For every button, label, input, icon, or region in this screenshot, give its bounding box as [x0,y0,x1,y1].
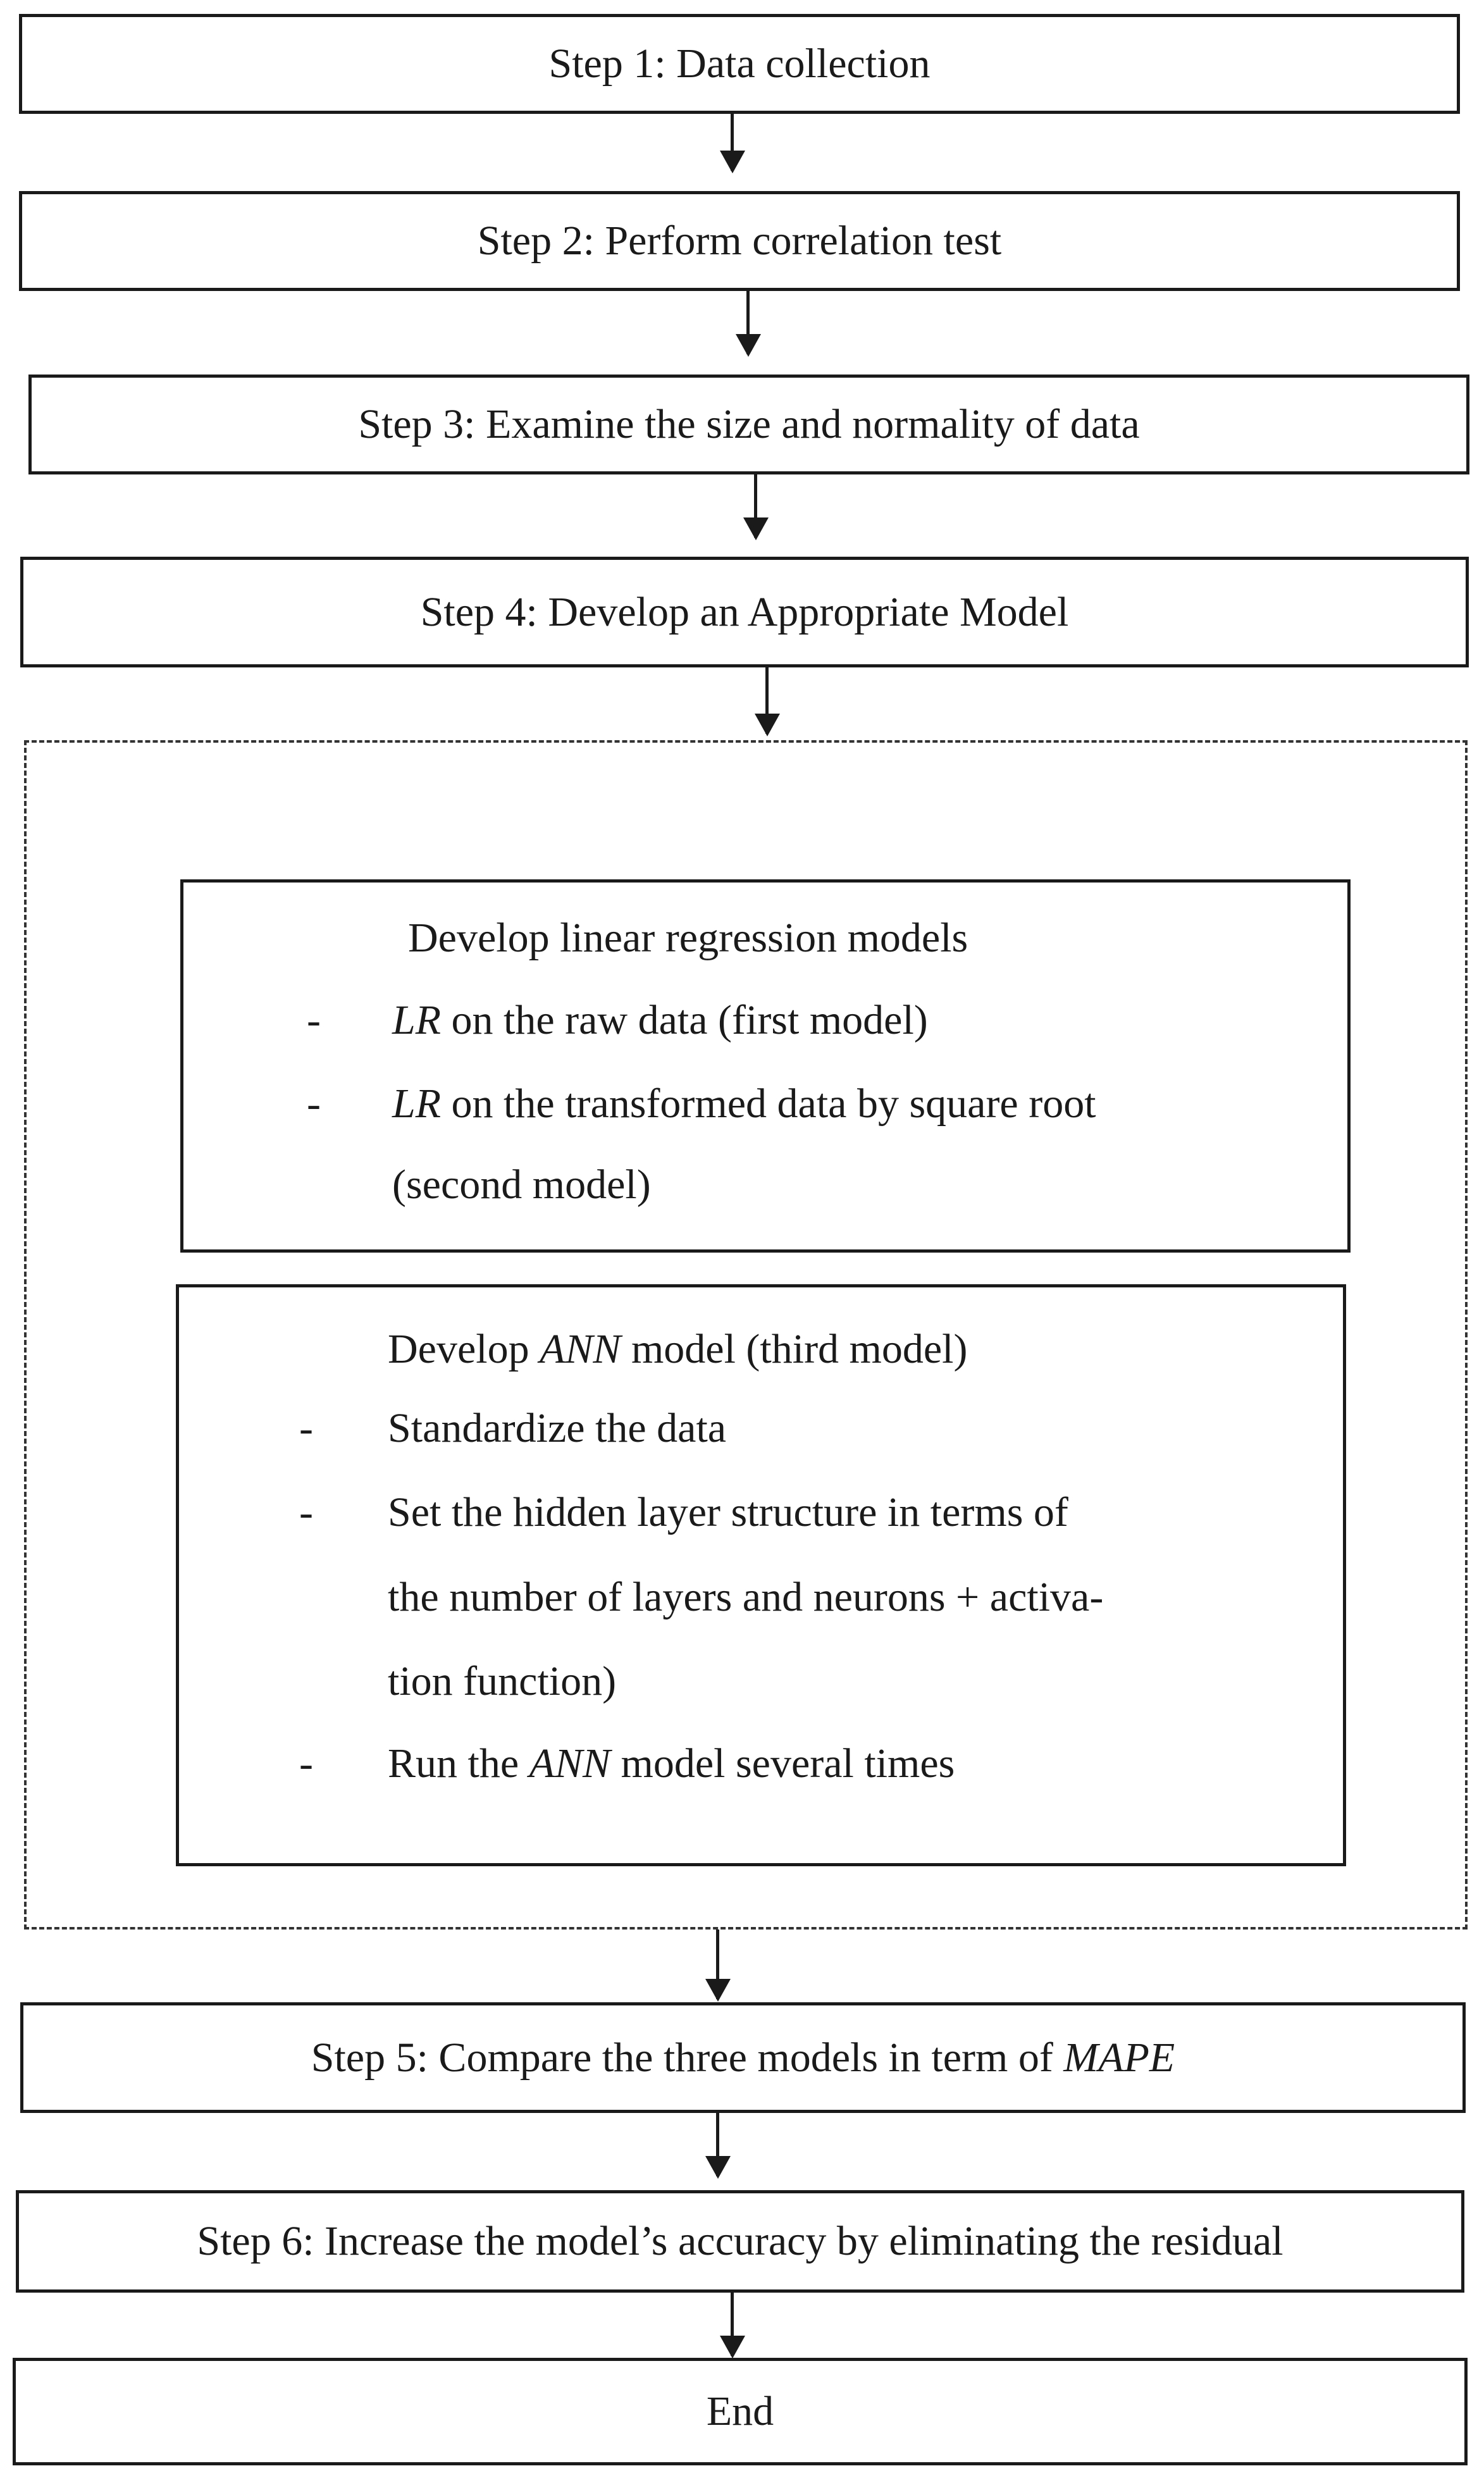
step-2-label: Step 2: Perform correlation test [477,218,1002,264]
step-5-label: Step 5: Compare the three models in term… [311,2034,1175,2082]
ann-item2-line2: the number of layers and neurons + activ… [388,1574,1104,1620]
end-box: End [13,2358,1468,2465]
arrow-4 [765,667,769,734]
ann-item3-post: model several times [610,1740,955,1787]
lr-item1-dash: - [307,997,321,1043]
arrow-1 [731,114,734,171]
ann-item1-dash: - [299,1405,313,1451]
arrow-7 [731,2293,734,2356]
step-5-em: MAPE [1063,2034,1175,2081]
model-group-container [24,740,1468,1930]
lr-item2-continued: (second model) [392,1162,651,1208]
lr-item1: LR on the raw data (first model) [392,996,928,1044]
lr-item2: LR on the transformed data by square roo… [392,1080,1096,1128]
step-6-box: Step 6: Increase the model’s accuracy by… [16,2190,1464,2293]
ann-item2-line3: tion function) [388,1658,617,1704]
ann-item3-em: ANN [529,1740,611,1787]
step-1-label: Step 1: Data collection [548,40,931,87]
arrow-2 [746,291,750,354]
step-1-box: Step 1: Data collection [19,14,1460,114]
step-6-label: Step 6: Increase the model’s accuracy by… [197,2218,1283,2264]
ann-item3-dash: - [299,1740,313,1787]
arrow-3 [754,474,757,538]
ann-item3: Run the ANN model several times [388,1740,955,1788]
step-4-box: Step 4: Develop an Appropriate Model [20,557,1469,667]
step-5-box: Step 5: Compare the three models in term… [20,2002,1466,2113]
ann-item2-dash: - [299,1489,313,1535]
ann-title: Develop ANN model (third model) [388,1325,968,1373]
arrow-5 [716,1930,719,1999]
step-5-text: Step 5: Compare the three models in term… [311,2034,1064,2081]
arrow-6 [716,2113,719,2176]
ann-model-box: Develop ANN model (third model) - Standa… [176,1284,1346,1866]
lr-item1-em: LR [392,997,442,1043]
lr-item2-dash: - [307,1081,321,1127]
lr-item1-text: on the raw data (first model) [441,997,928,1043]
step-2-box: Step 2: Perform correlation test [19,191,1460,291]
step-4-label: Step 4: Develop an Appropriate Model [420,588,1069,635]
ann-title-post: model (third model) [621,1326,968,1372]
step-3-box: Step 3: Examine the size and normality o… [28,375,1469,474]
ann-title-em: ANN [540,1326,621,1372]
step-3-label: Step 3: Examine the size and normality o… [358,401,1140,447]
linear-regression-box: Develop linear regression models - LR on… [180,879,1351,1253]
ann-item3-pre: Run the [388,1740,529,1787]
end-label: End [706,2388,774,2434]
ann-title-pre: Develop [388,1326,540,1372]
lr-item2-text: on the transformed data by square root [441,1081,1096,1127]
ann-item2-line1: Set the hidden layer structure in terms … [388,1489,1068,1535]
lr-item2-em: LR [392,1081,442,1127]
ann-item1: Standardize the data [388,1405,727,1451]
lr-title: Develop linear regression models [408,915,968,961]
